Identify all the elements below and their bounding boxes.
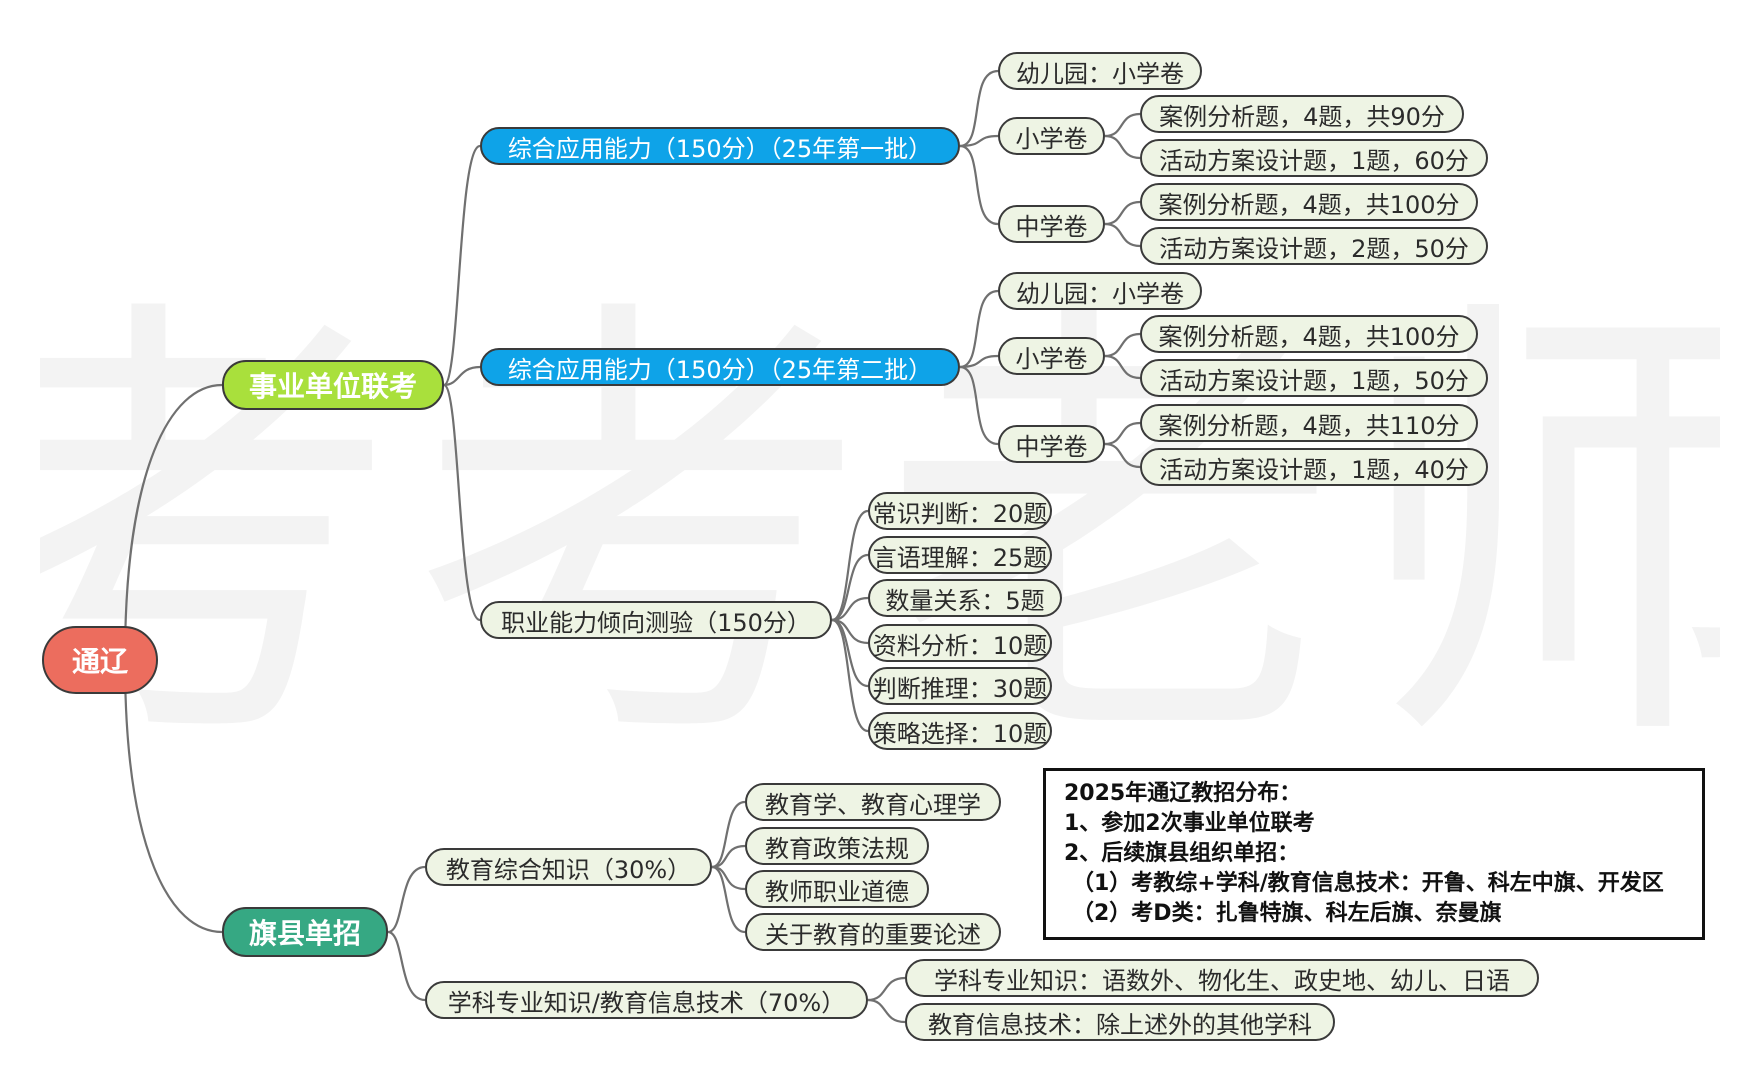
- node-qixian[interactable]: 旗县单招: [222, 907, 388, 957]
- summary-note-box: 2025年通辽教招分布： 1、参加2次事业单位联考 2、后续旗县组织单招： （1…: [1043, 768, 1705, 940]
- node-batch2-middle-item1[interactable]: 案例分析题，4题，共110分: [1140, 404, 1478, 442]
- note-title: 2025年通辽教招分布：: [1064, 781, 1302, 806]
- node-aptitude-item-6[interactable]: 策略选择：10题: [868, 712, 1052, 750]
- node-batch1-primary-item2[interactable]: 活动方案设计题，1题，60分: [1140, 139, 1488, 177]
- node-edu-item-4[interactable]: 关于教育的重要论述: [745, 913, 1001, 951]
- node-aptitude-item-4[interactable]: 资料分析：10题: [868, 624, 1052, 662]
- node-batch1-middle[interactable]: 中学卷: [998, 205, 1105, 243]
- node-batch2-kindergarten[interactable]: 幼儿园：小学卷: [998, 272, 1202, 310]
- node-batch1-primary[interactable]: 小学卷: [998, 117, 1105, 155]
- node-subject-item-1[interactable]: 学科专业知识：语数外、物化生、政史地、幼儿、日语: [905, 959, 1539, 997]
- node-batch1-primary-item1[interactable]: 案例分析题，4题，共90分: [1140, 95, 1464, 133]
- node-edu[interactable]: 教育综合知识（30%）: [425, 848, 712, 886]
- node-aptitude-item-1[interactable]: 常识判断：20题: [868, 492, 1052, 530]
- node-aptitude-item-2[interactable]: 言语理解：25题: [868, 536, 1052, 574]
- node-batch2[interactable]: 综合应用能力（150分）（25年第二批）: [480, 348, 960, 386]
- note-line-3: （1）考教综+学科/教育信息技术：开鲁、科左中旗、开发区: [1072, 871, 1664, 896]
- note-line-1: 1、参加2次事业单位联考: [1064, 811, 1315, 836]
- node-shiye[interactable]: 事业单位联考: [222, 360, 444, 410]
- root-node[interactable]: 通辽: [42, 626, 158, 694]
- note-line-4: （2）考D类：扎鲁特旗、科左后旗、奈曼旗: [1072, 901, 1502, 926]
- node-aptitude-item-5[interactable]: 判断推理：30题: [868, 667, 1052, 705]
- node-subject[interactable]: 学科专业知识/教育信息技术（70%）: [425, 981, 868, 1019]
- node-aptitude-item-3[interactable]: 数量关系：5题: [868, 579, 1062, 617]
- node-edu-item-3[interactable]: 教师职业道德: [745, 870, 929, 908]
- note-line-2: 2、后续旗县组织单招：: [1064, 841, 1300, 866]
- node-batch2-primary[interactable]: 小学卷: [998, 337, 1105, 375]
- node-edu-item-2[interactable]: 教育政策法规: [745, 827, 929, 865]
- node-batch1-middle-item1[interactable]: 案例分析题，4题，共100分: [1140, 183, 1478, 221]
- node-aptitude[interactable]: 职业能力倾向测验（150分）: [480, 601, 832, 639]
- node-batch2-primary-item2[interactable]: 活动方案设计题，1题，50分: [1140, 359, 1488, 397]
- node-batch2-primary-item1[interactable]: 案例分析题，4题，共100分: [1140, 315, 1478, 353]
- node-batch1[interactable]: 综合应用能力（150分）（25年第一批）: [480, 127, 960, 165]
- node-batch1-kindergarten[interactable]: 幼儿园：小学卷: [998, 52, 1202, 90]
- node-edu-item-1[interactable]: 教育学、教育心理学: [745, 783, 1001, 821]
- node-batch2-middle-item2[interactable]: 活动方案设计题，1题，40分: [1140, 448, 1488, 486]
- node-batch1-middle-item2[interactable]: 活动方案设计题，2题，50分: [1140, 227, 1488, 265]
- node-batch2-middle[interactable]: 中学卷: [998, 425, 1105, 463]
- node-subject-item-2[interactable]: 教育信息技术：除上述外的其他学科: [905, 1003, 1335, 1041]
